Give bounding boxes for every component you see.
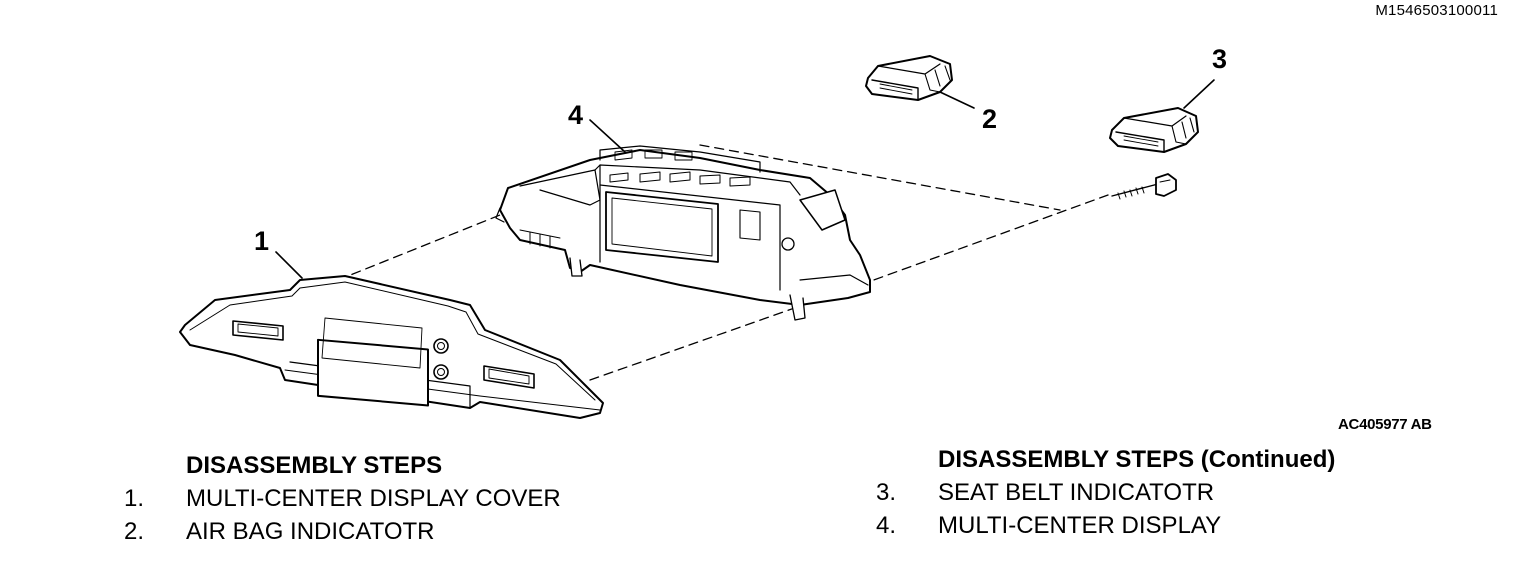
callout-1: 1 [254, 226, 270, 256]
step-number: 3. [876, 479, 897, 506]
disassembly-steps-left: DISASSEMBLY STEPS 1. MULTI-CENTER DISPLA… [124, 450, 561, 548]
multi-center-display-cover [179, 275, 604, 419]
exploded-view-diagram [179, 55, 1215, 419]
step-row: 3. SEAT BELT INDICATOTR [876, 476, 1335, 509]
step-label: AIR BAG INDICATOTR [186, 518, 435, 545]
callout-3: 3 [1212, 44, 1228, 74]
step-row: 4. MULTI-CENTER DISPLAY [876, 509, 1335, 542]
callout-4: 4 [568, 100, 584, 130]
disassembly-steps-right: DISASSEMBLY STEPS (Continued) 3. SEAT BE… [876, 444, 1335, 542]
screw [1111, 173, 1177, 200]
callout-2: 2 [982, 104, 998, 134]
step-row: 1. MULTI-CENTER DISPLAY COVER [124, 482, 561, 515]
leader-lines [275, 79, 1215, 279]
step-label: MULTI-CENTER DISPLAY [938, 512, 1222, 539]
figure-code: AC405977 AB [1338, 416, 1432, 433]
step-row: 2. AIR BAG INDICATOTR [124, 515, 561, 548]
alignment-lines [337, 144, 1109, 381]
step-number: 4. [876, 512, 897, 539]
step-number: 1. [124, 485, 145, 512]
document-id: M1546503100011 [1375, 2, 1498, 19]
multi-center-display-unit [495, 145, 871, 321]
steps-title: DISASSEMBLY STEPS (Continued) [938, 446, 1336, 473]
air-bag-indicator [865, 55, 953, 101]
steps-title: DISASSEMBLY STEPS [186, 452, 443, 479]
step-number: 2. [124, 518, 145, 545]
seat-belt-indicator [1109, 107, 1199, 153]
step-label: SEAT BELT INDICATOTR [938, 479, 1215, 506]
step-label: MULTI-CENTER DISPLAY COVER [186, 485, 561, 512]
